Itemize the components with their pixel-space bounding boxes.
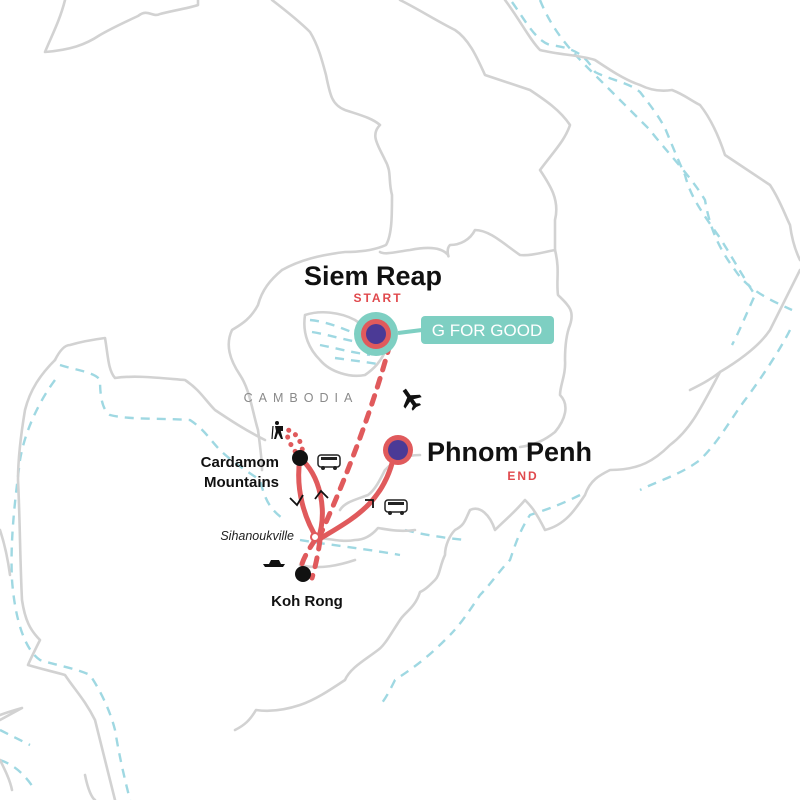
boat-icon [263,560,285,567]
siem-reap-label: Siem Reap [304,261,442,291]
hiker-icon [271,421,283,440]
bus-route-phnom-penh [315,448,398,543]
koh-rong-marker[interactable] [295,566,311,582]
flight-route [315,341,393,543]
sihanoukville-label: Sihanoukville [220,529,294,543]
cardamom-label-line2: Mountains [204,474,279,491]
arrow-down-icon [289,494,304,507]
hiking-route [284,427,306,461]
bus-icon [317,454,341,470]
plane-icon [402,388,422,411]
bus-icon [384,499,408,515]
cardamom-label-line1: Cardamom [201,454,279,471]
phnom-penh-marker[interactable] [383,435,413,465]
start-label: START [353,291,402,305]
country-label: CAMBODIA [244,391,359,405]
direction-arrows [289,489,374,508]
badge-connector [397,328,423,335]
g-for-good-badge[interactable]: G FOR GOOD [421,316,554,344]
phnom-penh-label: Phnom Penh [427,437,592,467]
boat-route-back [309,537,323,581]
koh-rong-label: Koh Rong [271,593,343,610]
cardamom-mountains-marker[interactable] [292,450,308,466]
sihanoukville-marker[interactable] [310,532,320,542]
end-label: END [507,469,538,483]
svg-text:G FOR GOOD: G FOR GOOD [432,321,543,340]
arrow-up-icon [314,489,329,500]
arrow-right-icon [365,499,374,508]
siem-reap-marker[interactable] [354,312,398,356]
